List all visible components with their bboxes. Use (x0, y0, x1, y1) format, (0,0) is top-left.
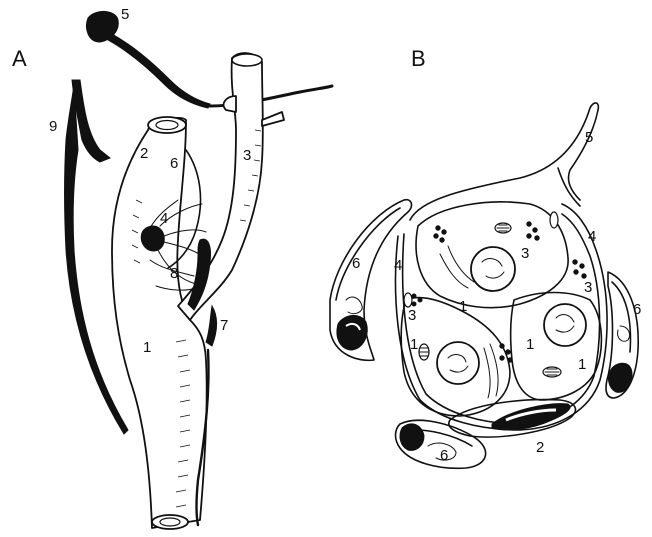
panel-letter-b: B (411, 46, 426, 71)
label-a-2: 2 (140, 145, 148, 162)
panel-a: A (12, 6, 332, 529)
label-b-1-mid: 1 (526, 336, 534, 353)
label-a-3: 3 (243, 147, 251, 164)
label-b-5: 5 (585, 129, 593, 146)
label-a-5: 5 (121, 6, 129, 23)
cell-1-left (401, 298, 512, 416)
label-a-7: 7 (220, 317, 228, 334)
cell-6-right (606, 272, 638, 398)
label-b-1-upper: 1 (459, 298, 467, 315)
label-a-4: 4 (160, 210, 168, 227)
label-b-4-left: 4 (394, 257, 402, 274)
label-b-6-right: 6 (633, 301, 641, 318)
label-b-1-left: 1 (410, 336, 418, 353)
cell-5-neuron (87, 11, 333, 108)
label-a-6: 6 (170, 155, 178, 172)
label-b-1-right: 1 (578, 356, 586, 373)
label-a-9: 9 (49, 118, 57, 135)
vessel-branch-3 (178, 53, 284, 320)
cell-1-upper (416, 202, 568, 308)
label-b-3-upper: 3 (521, 245, 529, 262)
label-a-8: 8 (170, 265, 178, 282)
label-b-4-right: 4 (588, 228, 596, 245)
panel-b: B (330, 46, 641, 468)
panel-letter-a: A (12, 46, 27, 71)
cell-2 (449, 400, 576, 437)
vessel-trunk (112, 117, 207, 529)
label-a-1: 1 (143, 339, 151, 356)
label-b-3-right: 3 (584, 279, 592, 296)
label-b-3-left: 3 (408, 307, 416, 324)
label-b-6-bottom: 6 (440, 447, 448, 464)
label-b-2: 2 (536, 439, 544, 456)
label-b-6-left: 6 (352, 255, 360, 272)
